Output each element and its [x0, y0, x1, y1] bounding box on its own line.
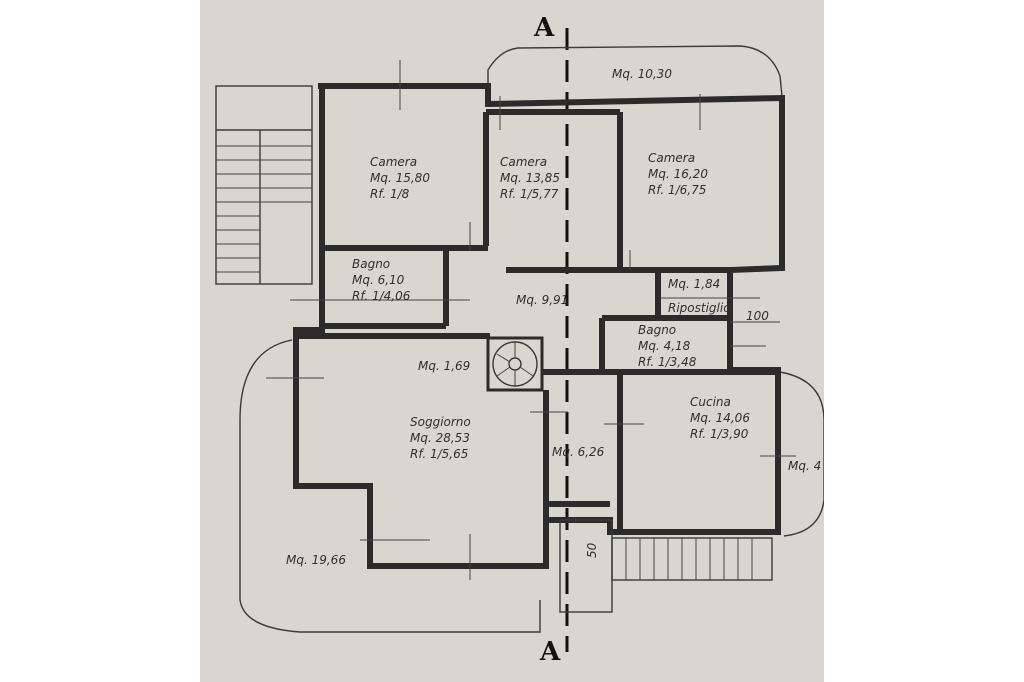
entrance-steps — [559, 519, 773, 613]
room-bagno-1: Bagno Mq. 6,10 Rf. 1/4,06 — [352, 257, 411, 303]
balcony-top-outline — [487, 45, 783, 104]
dimension-right-wall: 100 — [746, 309, 769, 323]
spiral-staircase — [486, 336, 544, 392]
balcony-right-area: Mq. 4 — [788, 459, 821, 473]
room-soggiorno: Soggiorno Mq. 28,53 Rf. 1/5,65 — [410, 415, 471, 461]
balcony-right-outline — [779, 371, 824, 537]
room-name: Cucina — [690, 395, 731, 409]
room-name: Soggiorno — [410, 415, 471, 429]
room-name: Bagno — [638, 323, 676, 337]
room-name: Bagno — [352, 257, 390, 271]
room-ratio: Rf. 1/3,48 — [638, 355, 697, 369]
room-area: Mq. 6,10 — [352, 273, 405, 287]
window-markers — [266, 60, 796, 580]
room-area: Mq. 9,91 — [516, 293, 568, 307]
room-ratio: Rf. 1/6,75 — [648, 183, 706, 197]
room-bagno-2: Bagno Mq. 4,18 Rf. 1/3,48 — [638, 323, 697, 369]
room-cucina: Cucina Mq. 14,06 Rf. 1/3,90 — [690, 395, 750, 441]
room-area: Mq. 1,84 — [668, 277, 720, 291]
section-mark-bottom: A — [539, 637, 561, 667]
section-mark-top: A — [533, 13, 555, 43]
room-scala: Mq. 1,69 — [418, 359, 470, 373]
room-ratio: Rf. 1/4,06 — [352, 289, 411, 303]
room-ripostiglio: Mq. 1,84 Ripostiglio — [668, 277, 731, 315]
room-ratio: Rf. 1/5,65 — [410, 447, 468, 461]
balcony-top-area: Mq. 10,30 — [612, 67, 672, 81]
room-camera-left: Camera Mq. 15,80 Rf. 1/8 — [370, 155, 430, 201]
dimension-entrance: 50 — [585, 542, 599, 558]
room-area: Mq. 4,18 — [638, 339, 691, 353]
room-area: Mq. 1,69 — [418, 359, 470, 373]
room-area: Mq. 28,53 — [410, 431, 470, 445]
room-name: Camera — [370, 155, 417, 169]
floor-plan-drawing: A A Mq. 10,30 Mq. 19,66 Mq. 4 — [215, 13, 824, 667]
room-camera-right: Camera Mq. 16,20 Rf. 1/6,75 — [648, 151, 708, 197]
room-area: Mq. 14,06 — [690, 411, 750, 425]
exterior-staircase-left — [215, 85, 313, 285]
room-name: Camera — [500, 155, 547, 169]
balcony-left-outline — [239, 339, 541, 633]
room-area: Mq. 13,85 — [500, 171, 560, 185]
room-camera-mid: Camera Mq. 13,85 Rf. 1/5,77 — [500, 155, 560, 201]
balcony-left-area: Mq. 19,66 — [286, 553, 346, 567]
room-ratio: Rf. 1/8 — [370, 187, 410, 201]
room-area: Mq. 16,20 — [648, 167, 708, 181]
room-ratio: Rf. 1/5,77 — [500, 187, 559, 201]
room-ratio: Rf. 1/3,90 — [690, 427, 749, 441]
room-name: Ripostiglio — [668, 301, 731, 315]
room-name: Camera — [648, 151, 695, 165]
exterior-walls — [293, 83, 785, 569]
room-area: Mq. 15,80 — [370, 171, 430, 185]
floor-plan-sheet: A A Mq. 10,30 Mq. 19,66 Mq. 4 — [200, 0, 824, 682]
room-ingresso: Mq. 6,26 — [552, 445, 605, 459]
interior-walls — [296, 109, 778, 532]
room-area: Mq. 6,26 — [552, 445, 605, 459]
room-corridoio: Mq. 9,91 — [516, 293, 568, 307]
